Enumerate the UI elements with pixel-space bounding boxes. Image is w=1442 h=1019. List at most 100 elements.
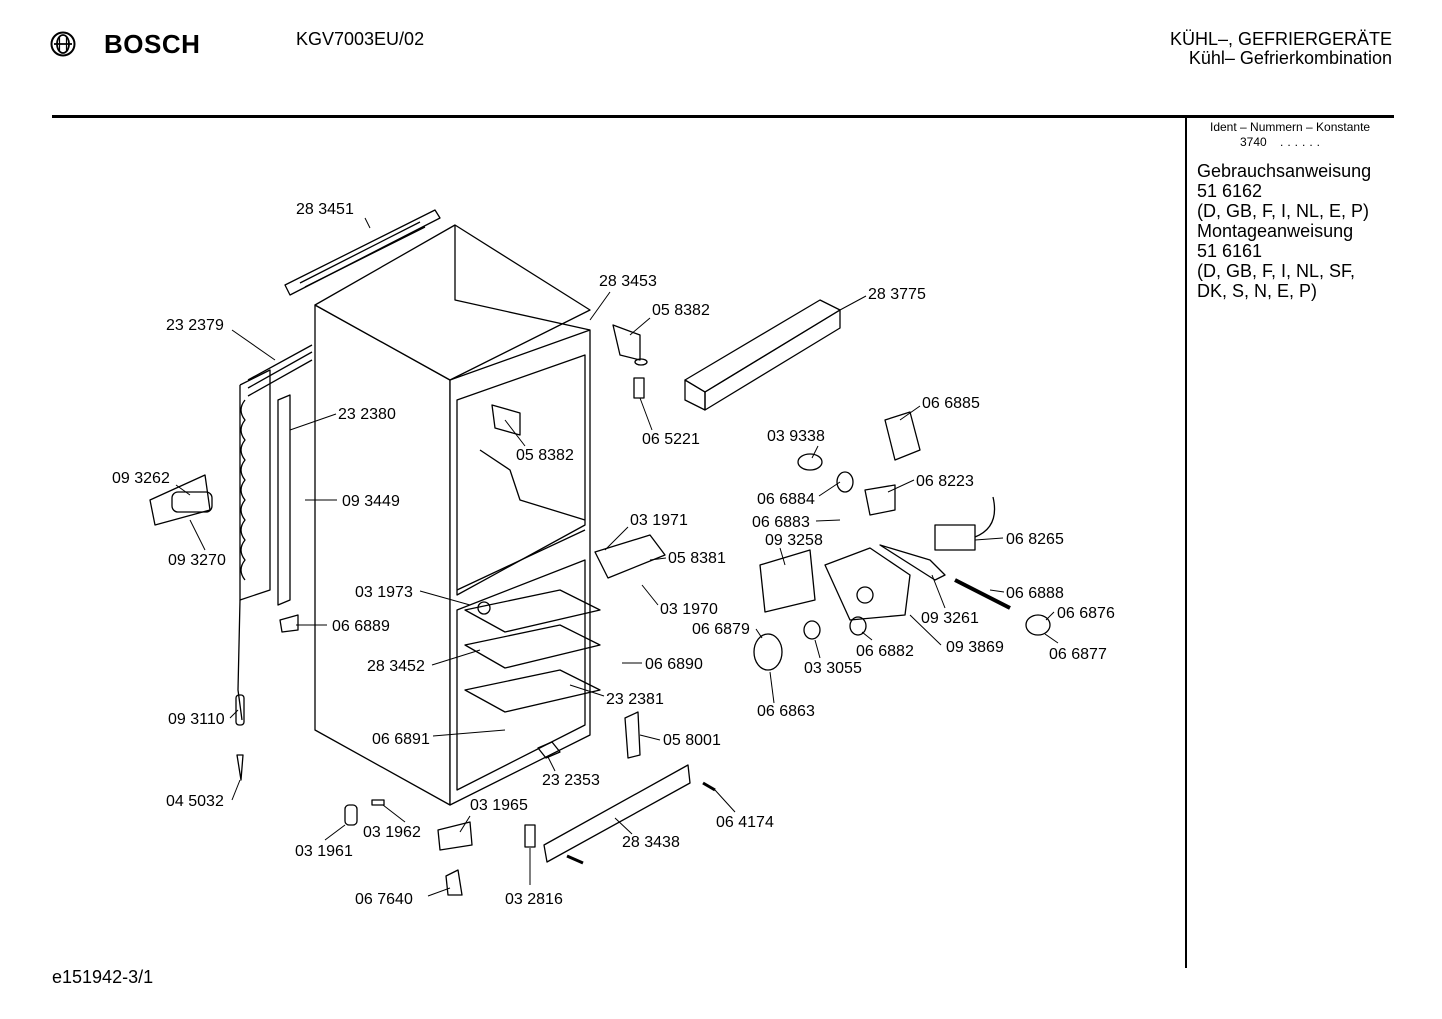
part-label: 28 3438 — [622, 834, 680, 851]
cabinet-body — [314, 224, 591, 806]
part-label: 06 7640 — [355, 891, 413, 908]
thermostat-housing — [759, 549, 816, 613]
part-label: 03 1961 — [295, 843, 353, 860]
screw-part — [702, 781, 716, 792]
relay-cable — [974, 496, 996, 538]
part-label: 03 1970 — [660, 601, 718, 618]
spacer-part — [537, 741, 561, 759]
part-label: 06 6885 — [922, 395, 980, 412]
part-label: 03 9338 — [767, 428, 825, 445]
switch-body — [864, 484, 896, 516]
header-divider — [52, 115, 1394, 118]
seal-ring — [836, 471, 854, 493]
foot-part — [344, 804, 358, 826]
part-label: 06 6877 — [1049, 646, 1107, 663]
part-label: 09 3270 — [168, 552, 226, 569]
part-label: 23 2379 — [166, 317, 224, 334]
clip-part — [524, 824, 536, 848]
part-label: 03 2816 — [505, 891, 563, 908]
part-label: 06 6889 — [332, 618, 390, 635]
document-code: e151942-3/1 — [52, 967, 154, 987]
manual-title: Gebrauchsanweisung — [1197, 161, 1372, 181]
part-label: 09 3258 — [765, 532, 823, 549]
rail-screw — [566, 854, 584, 865]
shelf-middle — [464, 624, 601, 669]
part-label: 06 8223 — [916, 473, 974, 490]
part-label: 06 6883 — [752, 514, 810, 531]
part-label: 06 5221 — [642, 431, 700, 448]
side-clip — [279, 614, 299, 633]
part-label: 05 8381 — [668, 550, 726, 567]
ident-label: Ident – Nummern – Konstante — [1210, 120, 1371, 134]
hinge-middle — [594, 534, 666, 579]
part-label: 06 8265 — [1006, 531, 1064, 548]
adjustable-foot — [445, 869, 463, 896]
part-label: 28 3451 — [296, 201, 354, 218]
cover-insert — [171, 491, 213, 513]
shelf-upper — [464, 589, 601, 633]
part-label: 09 3110 — [168, 711, 225, 728]
switch-bracket — [884, 411, 921, 461]
category-subtitle: Kühl– Gefrierkombination — [1188, 48, 1392, 68]
brand-name: BOSCH — [104, 29, 201, 59]
part-label: 06 6884 — [757, 491, 815, 508]
knob-nut — [803, 620, 821, 640]
condenser-coil — [237, 344, 313, 721]
sidebar-divider — [1185, 118, 1187, 968]
ident-value: 3740 — [1240, 135, 1267, 149]
install-title: Montageanweisung — [1197, 221, 1354, 241]
part-label: 09 3261 — [921, 610, 979, 627]
model-number: KGV7003EU/02 — [296, 29, 425, 49]
bottom-bracket — [437, 821, 473, 851]
top-grille — [284, 209, 441, 296]
part-label: 09 3449 — [342, 493, 400, 510]
light-button — [849, 616, 867, 636]
vertical-rail — [277, 394, 291, 606]
install-languages-1: (D, GB, F, I, NL, SF, — [1197, 261, 1356, 281]
drain-plug — [236, 754, 244, 781]
relay-block — [934, 524, 976, 551]
part-label: 05 8382 — [516, 447, 574, 464]
manual-number: 51 6162 — [1197, 181, 1263, 201]
part-label: 05 8382 — [652, 302, 710, 319]
panel-knob-hole — [856, 586, 874, 604]
part-label: 28 3453 — [599, 273, 657, 290]
bosch-logo-icon — [50, 31, 76, 57]
part-label: 28 3775 — [868, 286, 926, 303]
hinge-pin — [633, 377, 645, 399]
leader-lines — [175, 217, 1059, 897]
lamp-socket — [797, 453, 823, 471]
bottom-rail — [543, 764, 691, 863]
exploded-parts-diagram: 28 3451 23 2379 23 2380 09 3262 09 3449 … — [112, 201, 1115, 908]
part-label: 06 6863 — [757, 703, 815, 720]
manual-languages: (D, GB, F, I, NL, E, P) — [1197, 201, 1370, 221]
part-label: 23 2380 — [338, 406, 396, 423]
part-label: 03 1971 — [630, 512, 688, 529]
part-label: 04 5032 — [166, 793, 224, 810]
shelf-support — [477, 601, 491, 615]
hinge-inner — [491, 404, 521, 436]
part-label: 03 1973 — [355, 584, 413, 601]
control-panel — [824, 547, 911, 621]
thermostat-knob — [753, 633, 783, 671]
small-pin — [371, 799, 385, 806]
part-label: 06 6888 — [1006, 585, 1064, 602]
part-label: 03 1962 — [363, 824, 421, 841]
part-label: 09 3869 — [946, 639, 1004, 656]
install-languages-2: DK, S, N, E, P) — [1197, 281, 1318, 301]
part-label: 03 1965 — [470, 797, 528, 814]
install-number: 51 6161 — [1197, 241, 1263, 261]
part-label: 06 4174 — [716, 814, 774, 831]
lamp-holder — [879, 544, 946, 581]
part-label: 06 6890 — [645, 656, 703, 673]
washer — [634, 358, 648, 366]
part-label: 28 3452 — [367, 658, 425, 675]
part-label: 03 3055 — [804, 660, 862, 677]
part-label: 06 6879 — [692, 621, 750, 638]
part-label: 06 6882 — [856, 643, 914, 660]
category-title: KÜHL–, GEFRIERGERÄTE — [1169, 29, 1392, 49]
lamp-tube — [954, 578, 1011, 610]
part-label: 05 8001 — [663, 732, 721, 749]
part-label: 06 6891 — [372, 731, 430, 748]
ident-dots: ...... — [1280, 135, 1325, 149]
